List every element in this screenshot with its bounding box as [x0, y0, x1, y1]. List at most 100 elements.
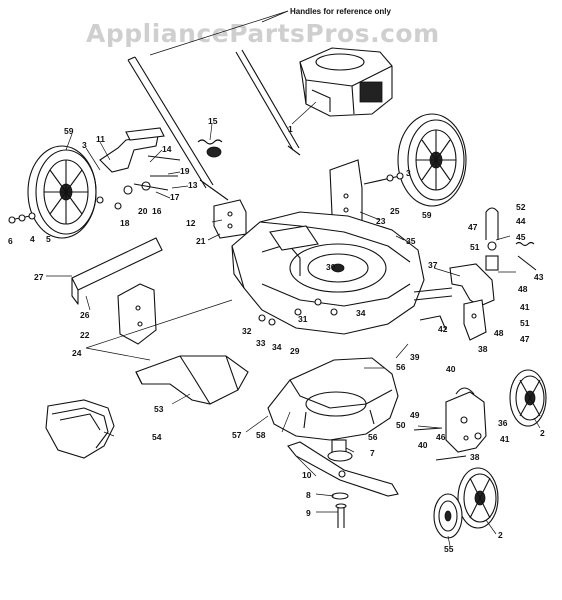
callout-29: 29 [290, 346, 300, 356]
callout-38-top: 38 [478, 344, 488, 354]
callout-17: 17 [170, 192, 180, 202]
callout-8: 8 [306, 490, 311, 500]
left-axle-hardware [8, 181, 151, 224]
handle-bracket-left [213, 199, 247, 239]
callout-2-bottom: 2 [498, 530, 503, 540]
deck-hardware [258, 298, 338, 326]
callout-20: 20 [138, 206, 148, 216]
mulching-baffle [267, 357, 399, 441]
callout-41-top: 41 [520, 302, 530, 312]
callout-25: 25 [390, 206, 400, 216]
callout-13: 13 [188, 180, 198, 190]
leader-24 [85, 299, 233, 361]
front-wheel-right [509, 369, 547, 427]
front-bracket-hardware [413, 427, 482, 461]
callout-35: 35 [406, 236, 416, 246]
callout-44: 44 [516, 216, 526, 226]
callout-47-mid: 47 [520, 334, 530, 344]
callout-56-top: 56 [396, 362, 406, 372]
callout-7: 7 [370, 448, 375, 458]
callout-1: 1 [288, 124, 293, 134]
callout-48-mid: 48 [494, 328, 504, 338]
callout-23: 23 [376, 216, 386, 226]
handles-reference-note: Handles for reference only [290, 7, 391, 16]
callout-26: 26 [80, 310, 90, 320]
callout-52: 52 [516, 202, 526, 212]
callout-51-top: 51 [470, 242, 480, 252]
callout-3-left: 3 [82, 140, 87, 150]
grass-catcher-cover [45, 399, 115, 459]
callout-2-right: 2 [540, 428, 545, 438]
callout-3-right: 3 [406, 168, 411, 178]
blade-bolt [331, 492, 349, 528]
callout-32: 32 [242, 326, 252, 336]
callout-40-bottom: 40 [418, 440, 428, 450]
callout-42: 42 [438, 324, 448, 334]
height-bracket-right-rear [463, 299, 487, 341]
side-plate-left [117, 283, 157, 345]
front-height-bracket [445, 387, 487, 453]
callout-40-top: 40 [446, 364, 456, 374]
height-adjuster-bracket [99, 127, 181, 191]
callout-4: 4 [30, 234, 35, 244]
callout-54: 54 [152, 432, 162, 442]
callout-41-bottom: 41 [500, 434, 510, 444]
clip-hardware [485, 207, 537, 271]
callout-34-left: 34 [272, 342, 282, 352]
callout-9: 9 [306, 508, 311, 518]
callout-21: 21 [196, 236, 206, 246]
callout-5: 5 [46, 234, 51, 244]
callout-22: 22 [80, 330, 90, 340]
callout-51-mid: 51 [520, 318, 530, 328]
callout-38-bottom: 38 [470, 452, 480, 462]
callout-58: 58 [256, 430, 266, 440]
callout-33: 33 [256, 338, 266, 348]
handles-reference-leader [149, 10, 289, 56]
spring [197, 139, 223, 158]
engine [299, 47, 393, 117]
upper-handle-right [235, 49, 301, 156]
watermark-text: AppliancePartsPros.com [86, 19, 440, 48]
callout-6: 6 [8, 236, 13, 246]
callout-34-right: 34 [356, 308, 366, 318]
leader-lines [46, 101, 541, 547]
callout-45: 45 [516, 232, 526, 242]
callout-48-top: 48 [518, 284, 528, 294]
callout-43: 43 [534, 272, 544, 282]
callout-30: 30 [326, 262, 336, 272]
callout-53: 53 [154, 404, 164, 414]
callout-56-bottom: 56 [368, 432, 378, 442]
callout-10: 10 [302, 470, 312, 480]
rear-wheel-right [397, 113, 467, 207]
callout-31: 31 [298, 314, 308, 324]
callout-50: 50 [396, 420, 406, 430]
callout-36: 36 [498, 418, 508, 428]
callout-16: 16 [152, 206, 162, 216]
callout-15: 15 [208, 116, 218, 126]
callout-46: 46 [436, 432, 446, 442]
lower-handle-left [127, 56, 229, 201]
front-wheel-left [457, 467, 499, 529]
callout-27: 27 [34, 272, 44, 282]
discharge-chute [135, 355, 249, 405]
callout-18: 18 [120, 218, 130, 228]
rear-wheel-left [27, 145, 97, 239]
callout-11: 11 [96, 134, 105, 144]
callout-19: 19 [180, 166, 190, 176]
mower-deck [231, 211, 425, 335]
callout-14: 14 [162, 144, 172, 154]
callout-55: 55 [444, 544, 454, 554]
mower-blade [287, 441, 399, 497]
callout-49: 49 [410, 410, 420, 420]
handles-reference-leader-2 [261, 10, 289, 23]
callout-12: 12 [186, 218, 196, 228]
callout-24: 24 [72, 348, 82, 358]
callout-47-top: 47 [468, 222, 478, 232]
right-axle-hardware [363, 172, 404, 185]
callout-59-right: 59 [422, 210, 432, 220]
callouts: 1 59 11 3 14 15 19 13 17 16 20 18 6 4 5 … [8, 116, 545, 554]
callout-59-left: 59 [64, 126, 74, 136]
hubcap [433, 493, 463, 539]
callout-39: 39 [410, 352, 420, 362]
